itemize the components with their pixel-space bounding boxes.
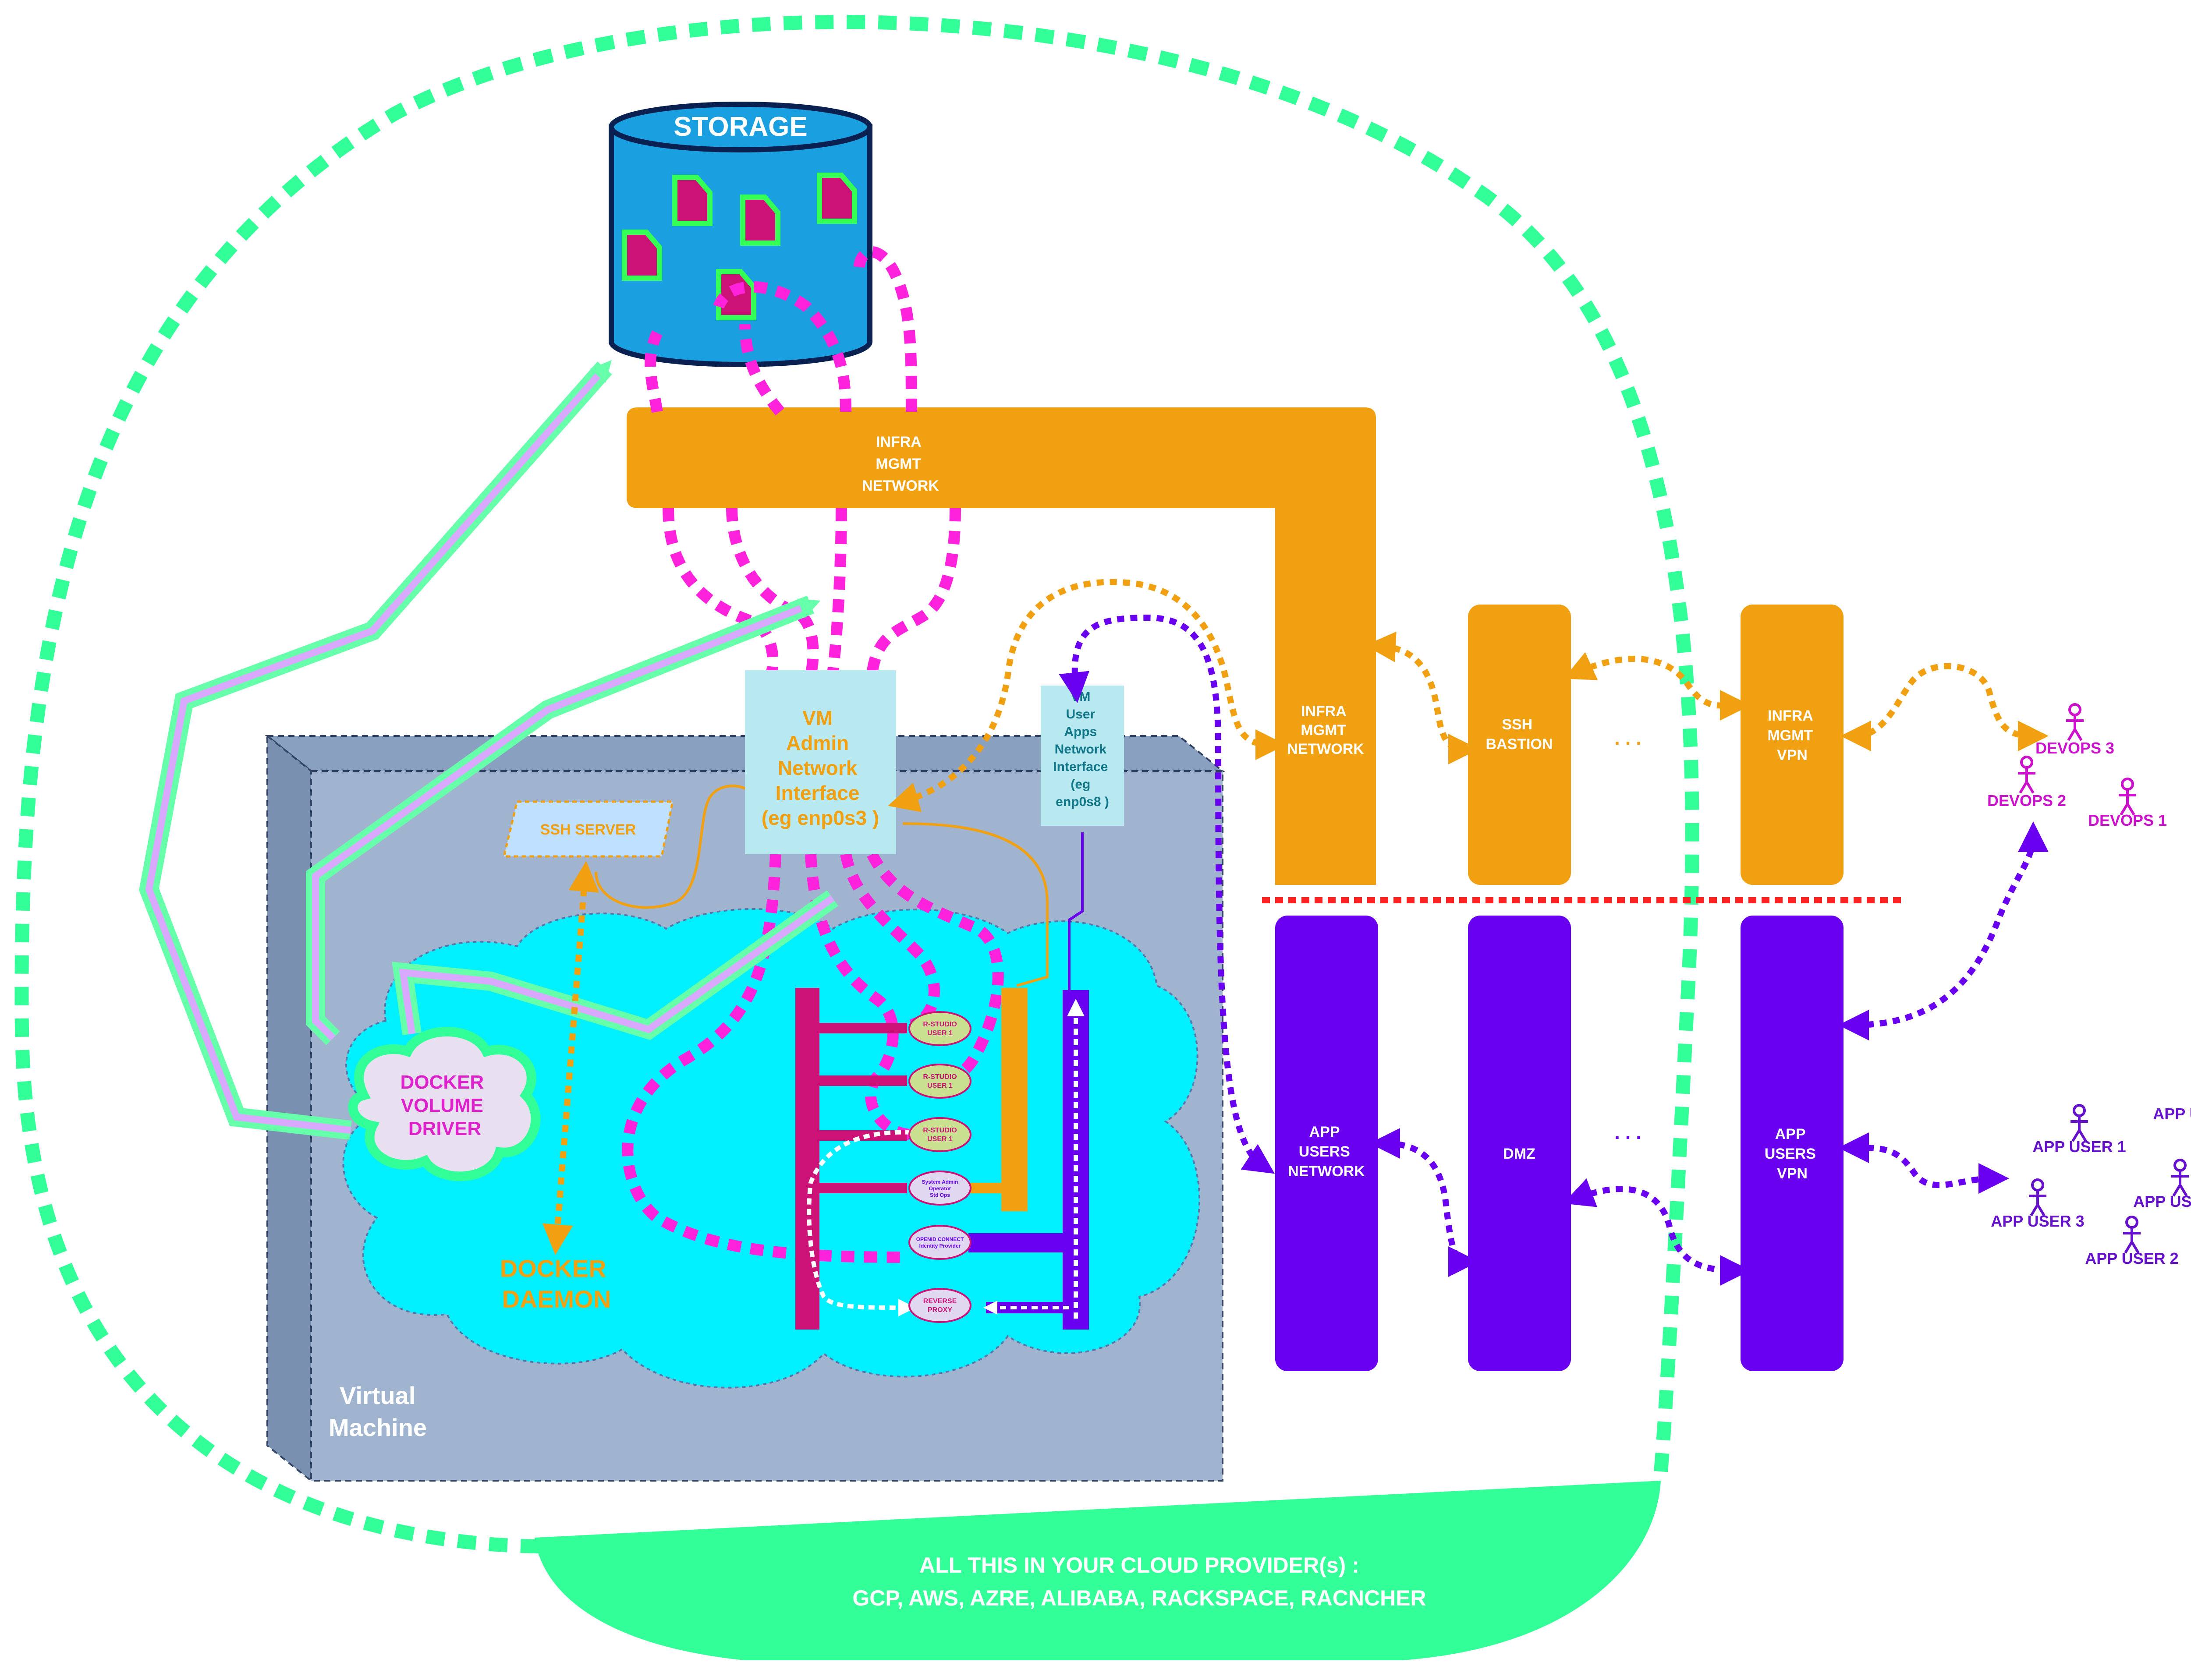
app-users: APP USER 5 APP USER 1 APP USER 4 APP USE…: [1991, 1104, 2191, 1267]
orange-thin-links: [595, 785, 1049, 987]
app-users-vpn-box: [1741, 916, 1844, 1371]
file-icon: [672, 175, 713, 226]
volume-driver-arrows: [139, 360, 838, 1140]
docker-volume-driver-label: DOCKER VOLUME DRIVER: [401, 1072, 489, 1139]
purple-dotted-arrows: [1059, 614, 2049, 1286]
ssh-bastion-label: SSH BASTION: [1486, 716, 1553, 753]
app-user-label: APP USER 2: [2085, 1249, 2178, 1267]
devops-label: DEVOPS 1: [2088, 811, 2167, 829]
person-icon: [2123, 1216, 2141, 1254]
app-network-label: APP USERS NETWORK: [1288, 1124, 1365, 1180]
devops-3: DEVOPS 3: [2035, 703, 2114, 757]
app-user-label: APP USER 4: [2133, 1192, 2191, 1210]
file-icon: [817, 173, 857, 224]
infra-vpn-label: INFRA MGMT VPN: [1767, 707, 1817, 764]
cloud-provider-banner: [535, 1481, 1661, 1660]
devops-2: DEVOPS 2: [1987, 756, 2066, 810]
devops-label: DEVOPS 2: [1987, 792, 2066, 810]
person-icon: [2171, 1159, 2189, 1197]
devops-1: DEVOPS 1: [2088, 778, 2167, 829]
app-user-3: APP USER 3: [1991, 1178, 2085, 1230]
ssh-bastion-box: [1468, 605, 1571, 885]
devops-label: DEVOPS 3: [2035, 739, 2114, 757]
app-vpn-label: APP USERS VPN: [1765, 1126, 1820, 1182]
vm-admin-interface-label: VM Admin Network Interface (eg enp0s3 ): [762, 707, 879, 829]
cloud-caption-line1: ALL THIS IN YOUR CLOUD PROVIDER(s) :: [919, 1553, 1359, 1577]
person-icon: [2029, 1178, 2046, 1217]
infra-mgmt-network-bar: [627, 407, 1376, 885]
app-user-1: APP USER 1: [2032, 1104, 2126, 1156]
infra-col-label: INFRA MGMT NETWORK: [1287, 703, 1364, 757]
app-user-2: APP USER 2: [2085, 1216, 2179, 1267]
dmz-box: [1468, 916, 1571, 1371]
cloud-caption-line2: GCP, AWS, AZRE, ALIBABA, RACKSPACE, RACN…: [852, 1586, 1426, 1610]
person-icon: [2066, 703, 2084, 741]
app-user-4: APP USER 4: [2133, 1159, 2191, 1210]
dmz-label: DMZ: [1503, 1146, 1535, 1162]
app-user-label: APP USER 5: [2153, 1105, 2191, 1123]
file-icon: [622, 230, 662, 281]
app-user-label: APP USER 1: [2032, 1138, 2126, 1156]
docker-daemon-label: DOCKER DAEMON: [500, 1255, 613, 1313]
storage-infra-links: [645, 246, 917, 416]
app-user-label: APP USER 3: [1991, 1212, 2084, 1230]
file-icon: [740, 195, 780, 246]
person-icon: [2018, 756, 2035, 794]
ellipsis-app: . . .: [1614, 1122, 1641, 1143]
virtual-machine-label: Virtual Machine: [329, 1382, 427, 1441]
ellipsis-infra: . . .: [1614, 728, 1641, 749]
ssh-server-label: SSH SERVER: [540, 821, 636, 838]
devops-users: DEVOPS 3 DEVOPS 2 DEVOPS 1: [1987, 703, 2167, 829]
infra-top-label: INFRA MGMT NETWORK: [862, 434, 939, 494]
infra-vpn-box: [1741, 605, 1844, 885]
app-users-network-box: [1275, 916, 1378, 1371]
docker-volume-driver: DOCKER VOLUME DRIVER: [348, 1027, 541, 1181]
app-user-5: APP USER 5: [2153, 1105, 2191, 1123]
cloud-provider-boundary: [14, 15, 1699, 1553]
storage-label: STORAGE: [674, 112, 807, 142]
ssh-server-box: [502, 800, 674, 858]
vm-admin-interface-box: [745, 670, 896, 854]
person-icon: [2119, 778, 2136, 816]
container-bus: [795, 988, 1089, 1330]
person-icon: [2070, 1104, 2088, 1142]
